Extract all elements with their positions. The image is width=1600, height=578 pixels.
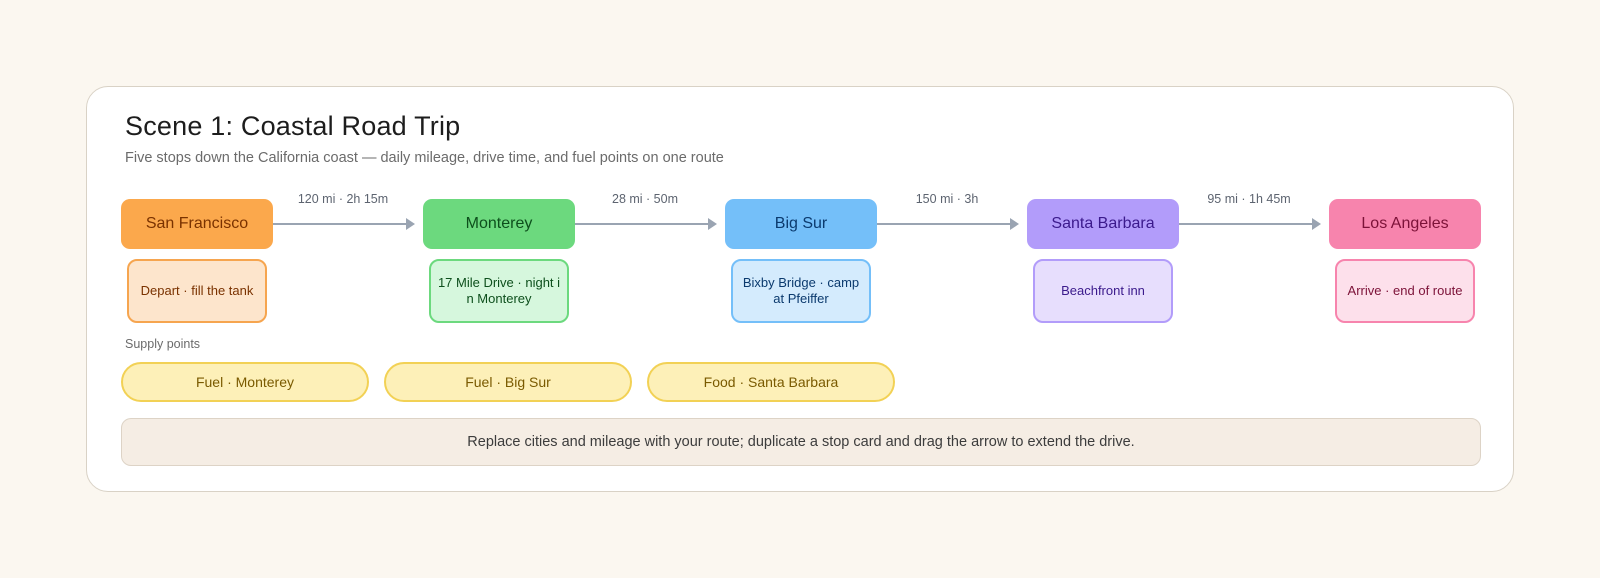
supply-pill-food-santa-barbara[interactable]: Food · Santa Barbara (647, 362, 895, 402)
stop-note-san-francisco[interactable]: Depart · fill the tank (127, 259, 267, 323)
leg-label-3: 150 mi · 3h (915, 192, 979, 206)
stop-note-big-sur[interactable]: Bixby Bridge · camp at Pfeiffer (731, 259, 871, 323)
stop-card-big-sur[interactable]: Big Sur (725, 199, 877, 249)
stop-card-monterey[interactable]: Monterey (423, 199, 575, 249)
supply-pill-fuel-monterey[interactable]: Fuel · Monterey (121, 362, 369, 402)
route-arrow-1[interactable] (273, 218, 415, 230)
scene-title: Scene 1: Coastal Road Trip (125, 111, 461, 141)
leg-label-1: 120 mi · 2h 15m (297, 192, 389, 206)
stop-note-monterey[interactable]: 17 Mile Drive · night in Monterey (429, 259, 569, 323)
stop-note-santa-barbara[interactable]: Beachfront inn (1033, 259, 1173, 323)
supply-points-heading: Supply points (125, 337, 201, 351)
leg-label-4: 95 mi · 1h 45m (1207, 192, 1291, 206)
leg-label-2: 28 mi · 50m (612, 192, 678, 206)
stop-card-los-angeles[interactable]: Los Angeles (1329, 199, 1481, 249)
stop-card-santa-barbara[interactable]: Santa Barbara (1027, 199, 1179, 249)
instruction-banner: Replace cities and mileage with your rou… (121, 418, 1481, 466)
scene-subtitle: Five stops down the California coast — d… (125, 150, 724, 166)
route-arrow-4[interactable] (1179, 218, 1321, 230)
scene-frame: Scene 1: Coastal Road Trip Five stops do… (86, 86, 1514, 492)
supply-pill-fuel-big-sur[interactable]: Fuel · Big Sur (384, 362, 632, 402)
stop-note-los-angeles[interactable]: Arrive · end of route (1335, 259, 1475, 323)
route-arrow-2[interactable] (575, 218, 717, 230)
stop-card-san-francisco[interactable]: San Francisco (121, 199, 273, 249)
route-arrow-3[interactable] (877, 218, 1019, 230)
